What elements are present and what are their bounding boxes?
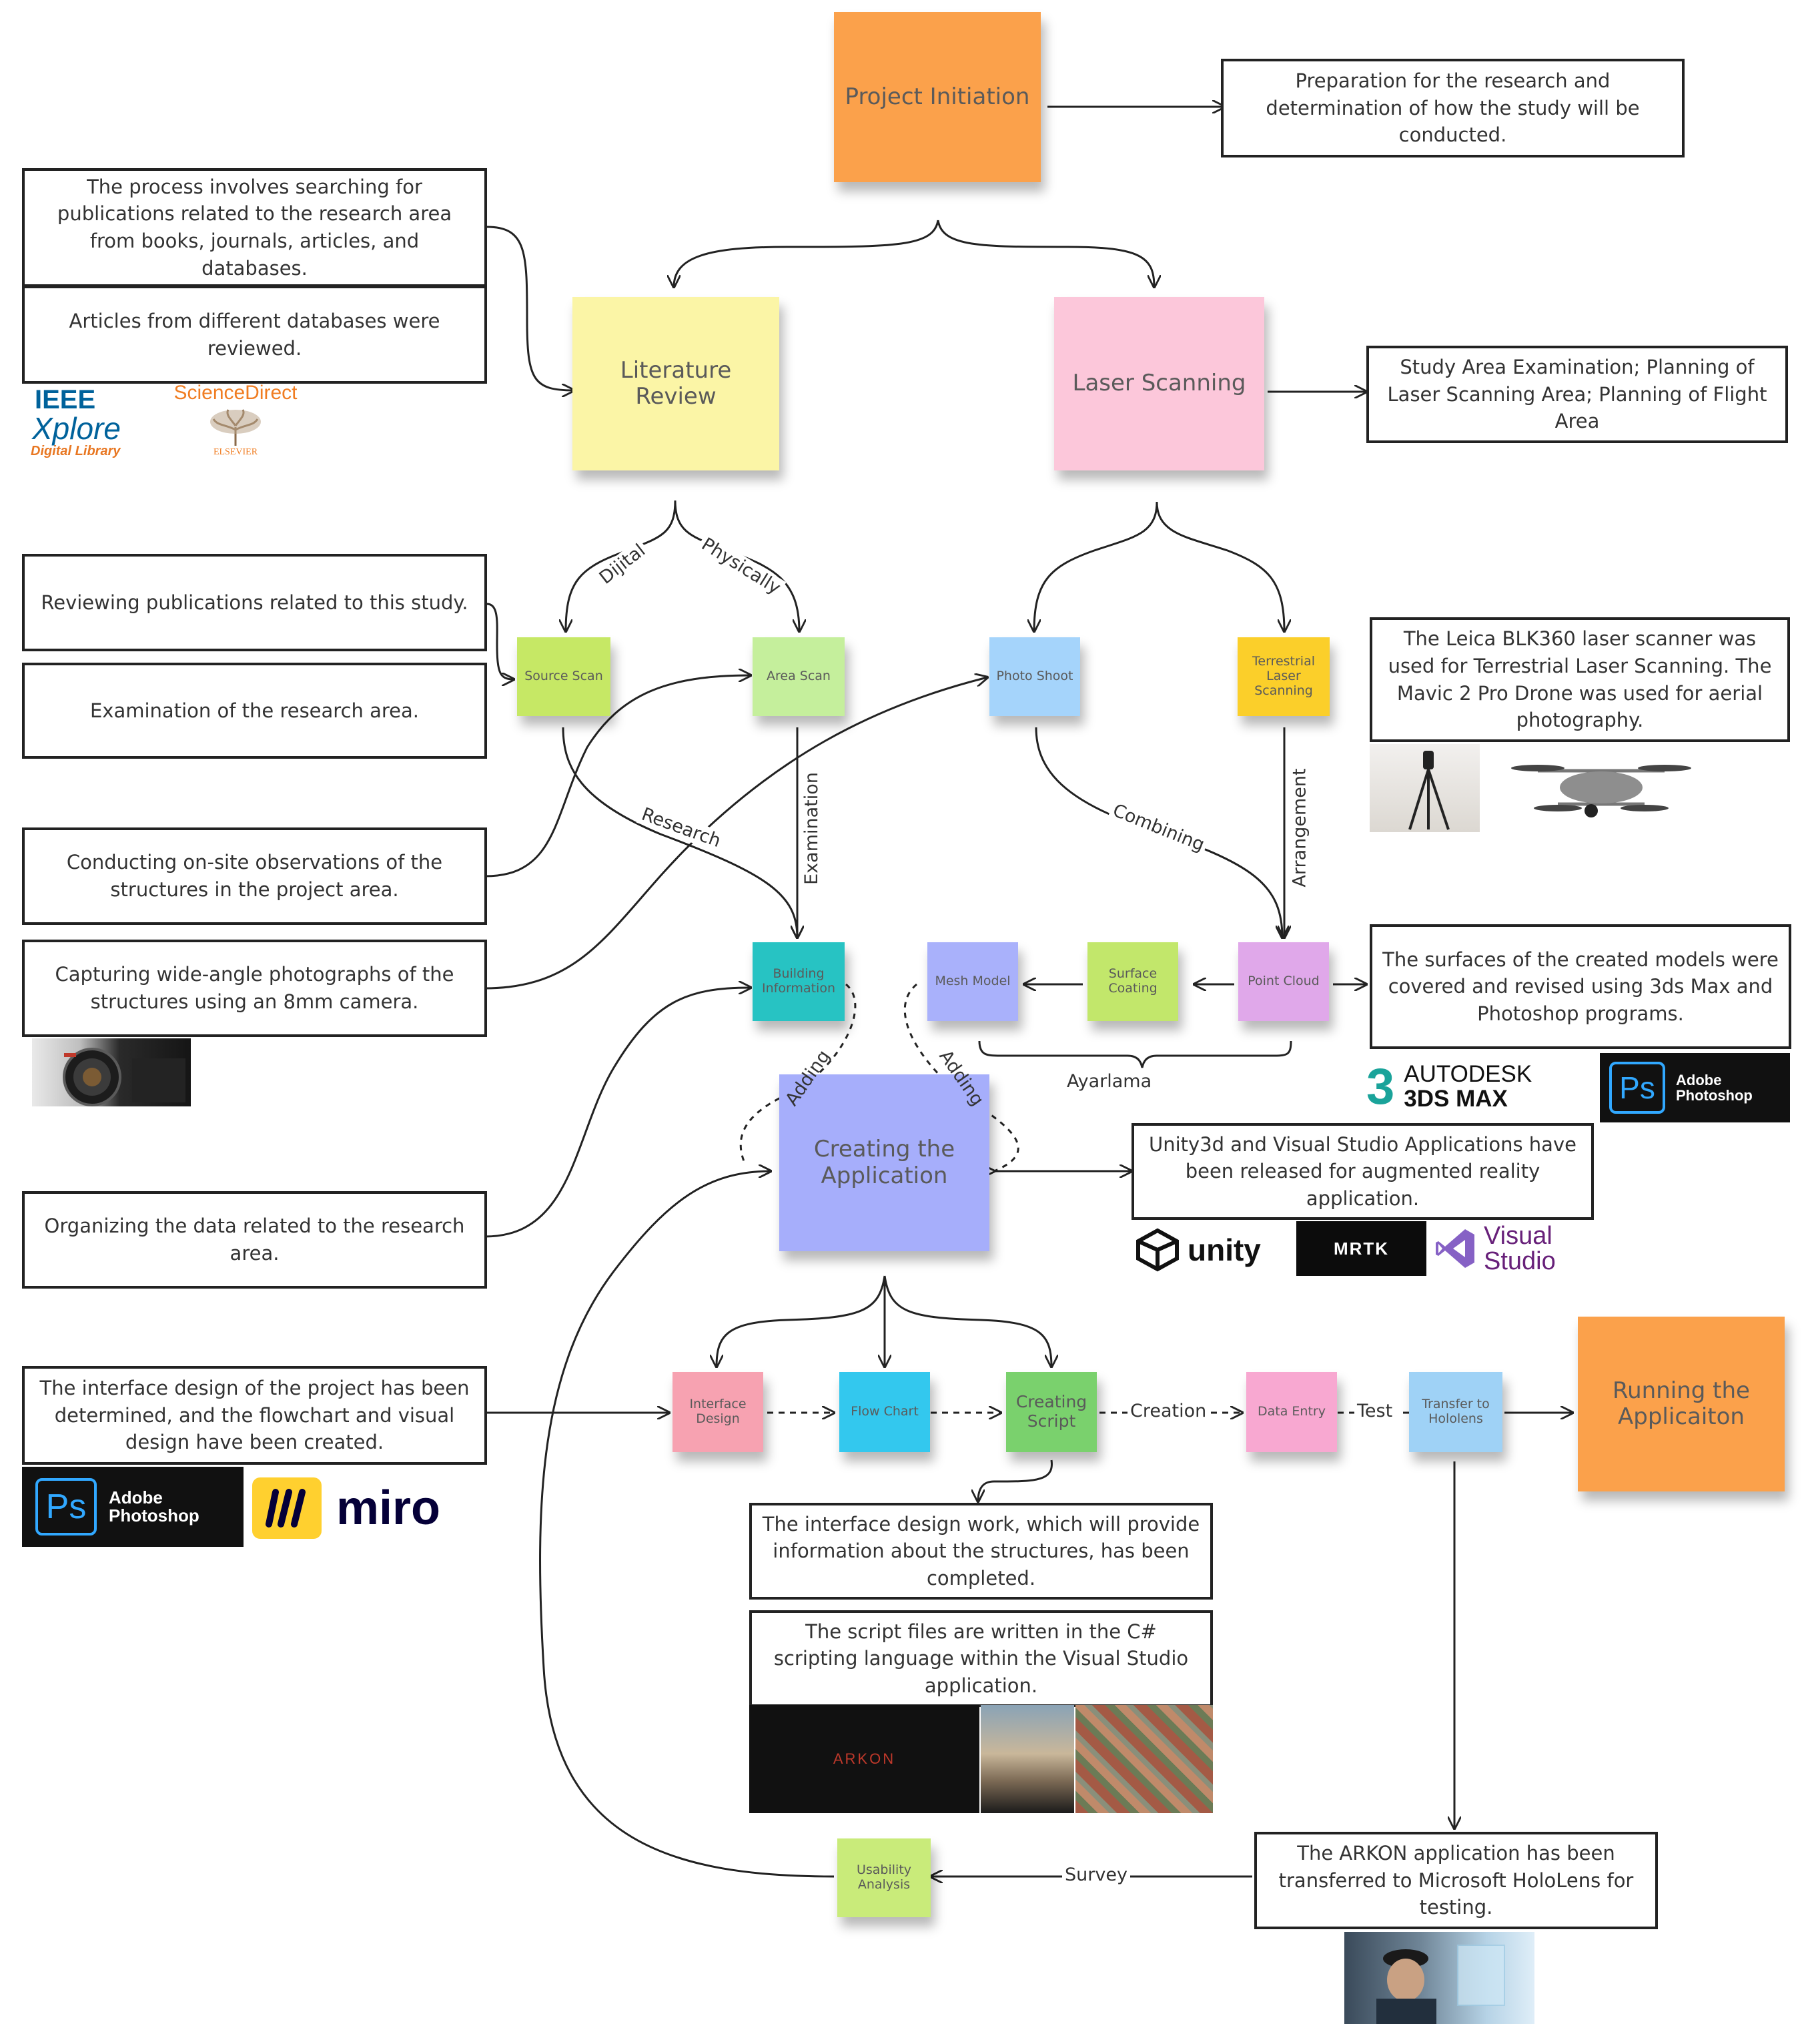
3dsmax-text: 3DS MAX (1404, 1086, 1508, 1112)
autodesk-3dsmax-logo: 3 AUTODESK 3DS MAX (1366, 1058, 1593, 1116)
edge-organizing-building (484, 988, 751, 1238)
studio-text: Studio (1484, 1247, 1556, 1275)
camera-lens-photo (32, 1038, 191, 1106)
edge-usability-app (539, 1171, 835, 1878)
node-laser-scanning: Laser Scanning (1054, 297, 1264, 470)
node-usability-analysis: Usability Analysis (837, 1838, 931, 1917)
node-creating-application: Creating the Application (779, 1074, 989, 1251)
miro-logo: miro (252, 1475, 489, 1542)
sciencedirect-text: ScienceDirect (173, 382, 298, 404)
elsevier-tree-icon (210, 409, 261, 446)
box-study-area: Study Area Examination; Planning of Lase… (1366, 346, 1788, 443)
label-test: Test (1354, 1401, 1396, 1421)
node-flow-chart: Flow Chart (839, 1372, 930, 1452)
drone-photo (1498, 744, 1705, 832)
box-reviewing-publications: Reviewing publications related to this s… (22, 554, 487, 651)
node-point-cloud: Point Cloud (1238, 942, 1329, 1021)
node-area-scan: Area Scan (753, 637, 845, 716)
edge-source-building (562, 727, 797, 938)
edge-init-split (674, 220, 939, 287)
visual-studio-logo: Visual Studio (1433, 1221, 1593, 1276)
edge-wideangle-photo (484, 677, 987, 990)
node-source-scan: Source Scan (517, 637, 610, 716)
node-literature-review: Literature Review (572, 297, 779, 470)
unity-cube-icon (1136, 1228, 1179, 1272)
miro-text: miro (336, 1481, 441, 1535)
ps-name-adobe: Adobe (1676, 1071, 1722, 1088)
node-photo-shoot: Photo Shoot (989, 637, 1080, 716)
box-preparation: Preparation for the research and determi… (1221, 59, 1685, 157)
miro-mark-icon (252, 1477, 322, 1539)
node-interface-design: Interface Design (672, 1372, 763, 1452)
adobe-photoshop-logo: Ps Adobe Photoshop (1600, 1053, 1790, 1122)
node-transfer-hololens: Transfer to Hololens (1409, 1372, 1502, 1452)
arkon-screen-title: ARKON (833, 1750, 896, 1767)
box-surfaces-covered: The surfaces of the created models were … (1370, 924, 1791, 1049)
arkon-screen-photo: ARKON (749, 1705, 979, 1813)
box-examination-area: Examination of the research area. (22, 663, 487, 759)
box-organizing-data: Organizing the data related to the resea… (22, 1191, 487, 1289)
autodesk-text: AUTODESK (1404, 1061, 1532, 1088)
box-interface-determined: The interface design of the project has … (22, 1366, 487, 1465)
node-creating-script: Creating Script (1006, 1372, 1097, 1452)
ps-mark: Ps (1609, 1062, 1665, 1114)
visual-text: Visual (1484, 1222, 1552, 1250)
edge-publications-literature (486, 226, 574, 390)
box-unity-vs: Unity3d and Visual Studio Applications h… (1132, 1123, 1594, 1220)
edge-adding-left (739, 983, 857, 1162)
node-building-information: Building Information (753, 942, 845, 1021)
ayarlama-brace (978, 1040, 1292, 1068)
box-arkon-transferred: The ARKON application has been transferr… (1254, 1832, 1658, 1929)
edge-script-interfacework (978, 1459, 1053, 1501)
box-leica: The Leica BLK360 laser scanner was used … (1370, 617, 1790, 742)
box-onsite-observations: Conducting on-site observations of the s… (22, 827, 487, 925)
ieee-text: IEEE (35, 385, 96, 414)
digital-library-text: Digital Library (31, 444, 121, 458)
label-examination: Examination (801, 769, 822, 888)
label-ayarlama: Ayarlama (1064, 1071, 1155, 1092)
box-articles-reviewed: Articles from different databases were r… (22, 286, 487, 384)
node-terrestrial-laser-scanning: Terrestrial Laser Scanning (1238, 637, 1330, 716)
node-running-application: Running the Applicaiton (1578, 1317, 1785, 1491)
hololens-user-photo (1344, 1932, 1534, 2024)
mrtk-logo: MRTK (1296, 1221, 1426, 1276)
node-project-initiation: Project Initiation (834, 12, 1041, 182)
unity-logo: unity (1134, 1227, 1281, 1273)
elsevier-text: ELSEVIER (213, 447, 258, 457)
node-mesh-model: Mesh Model (927, 942, 1018, 1021)
ps-name-adobe-left: Adobe (109, 1487, 163, 1507)
edge-reviewing-source (486, 603, 514, 679)
edge-laser-photo (1034, 501, 1158, 631)
box-script-files: The script files are written in the C# s… (749, 1610, 1213, 1707)
node-surface-coating: Surface Coating (1087, 942, 1178, 1021)
unity-text: unity (1188, 1233, 1261, 1267)
box-wide-angle: Capturing wide-angle photographs of the … (22, 940, 487, 1037)
ps-mark-left: Ps (35, 1478, 97, 1536)
visual-studio-mark-icon (1436, 1229, 1474, 1268)
sciencedirect-logo: ScienceDirect ELSEVIER (159, 382, 312, 462)
label-arrangement: Arrangement (1289, 765, 1310, 890)
adobe-photoshop-logo-left: Ps Adobe Photoshop (22, 1467, 244, 1547)
aerial-map-photo (1075, 1705, 1213, 1813)
node-data-entry: Data Entry (1246, 1372, 1337, 1452)
edge-laser-terrestrial (1156, 501, 1284, 631)
box-searching-publications: The process involves searching for publi… (22, 168, 487, 287)
label-survey: Survey (1062, 1864, 1130, 1885)
mrtk-text: MRTK (1333, 1238, 1390, 1259)
edge-app-interface (717, 1275, 886, 1367)
edge-onsite-area (484, 675, 751, 878)
building-screenshot-photo (981, 1705, 1074, 1813)
autodesk-mark: 3 (1366, 1058, 1395, 1115)
label-creation: Creation (1127, 1401, 1210, 1421)
laser-scanner-photo (1370, 744, 1480, 832)
ps-name-photoshop: Photoshop (1676, 1087, 1753, 1104)
xplore-text: Xplore (32, 411, 121, 446)
edge-init-split-right (937, 220, 1154, 287)
box-interface-work: The interface design work, which will pr… (749, 1503, 1213, 1600)
ps-name-photoshop-left: Photoshop (109, 1505, 199, 1525)
ieee-xplore-logo: IEEE Xplore Digital Library (25, 386, 152, 459)
edge-app-script (883, 1275, 1051, 1367)
